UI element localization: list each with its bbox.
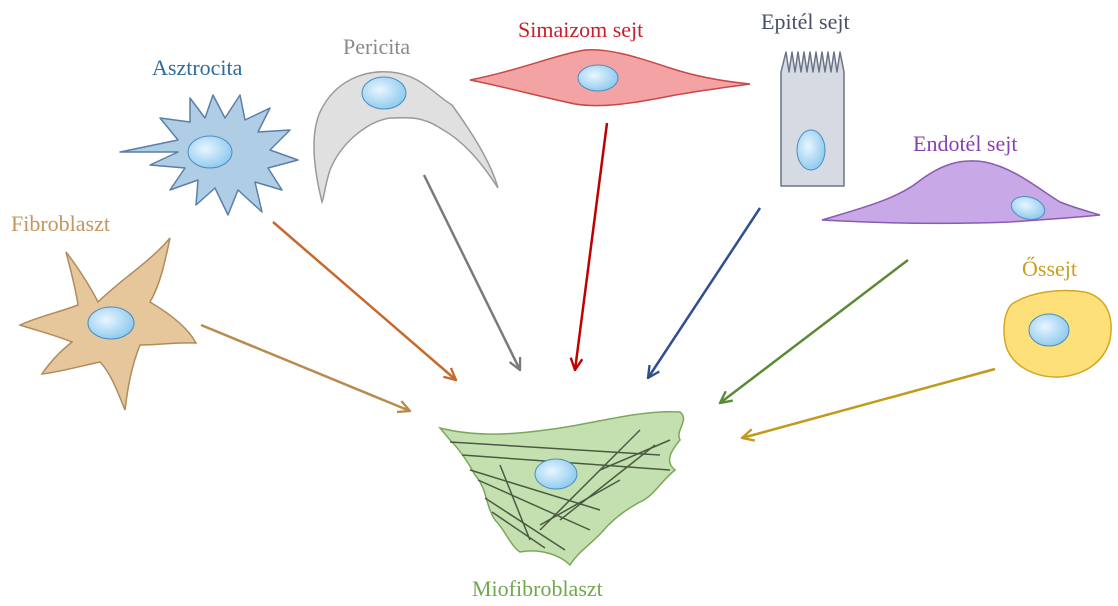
label-miofibroblaszt: Miofibroblaszt — [472, 578, 603, 600]
label-asztrocita: Asztrocita — [152, 57, 242, 79]
epitel-cell — [781, 52, 844, 186]
label-epitel: Epitél sejt — [761, 11, 850, 33]
label-ossejt: Őssejt — [1022, 258, 1077, 280]
miofibroblaszt-nucleus — [535, 459, 577, 489]
endotel-cell — [822, 161, 1100, 223]
asztrocita-cell — [120, 95, 298, 215]
label-endotel: Endotél sejt — [913, 133, 1017, 155]
pericita-cell — [314, 72, 498, 202]
arrow-endotel — [720, 260, 908, 403]
asztrocita-nucleus — [188, 136, 232, 168]
simaizom-nucleus — [578, 65, 618, 91]
label-simaizom: Simaizom sejt — [518, 19, 643, 41]
arrow-pericita — [424, 175, 520, 370]
arrow-epitel — [648, 208, 760, 378]
simaizom-cell — [470, 50, 750, 106]
label-pericita: Pericita — [343, 36, 410, 58]
ossejt-cell — [1004, 291, 1111, 378]
arrow-fibroblaszt — [201, 325, 410, 411]
fibroblaszt-cell — [20, 238, 196, 410]
fibroblaszt-nucleus — [88, 307, 134, 339]
arrow-asztrocita — [273, 222, 456, 380]
ossejt-nucleus — [1029, 314, 1069, 346]
arrow-simaizom — [575, 123, 607, 370]
label-fibroblaszt: Fibroblaszt — [11, 213, 110, 235]
pericita-nucleus — [362, 77, 406, 109]
miofibroblaszt-cell — [440, 412, 684, 565]
arrow-ossejt — [742, 369, 995, 438]
epitel-nucleus — [797, 130, 825, 170]
